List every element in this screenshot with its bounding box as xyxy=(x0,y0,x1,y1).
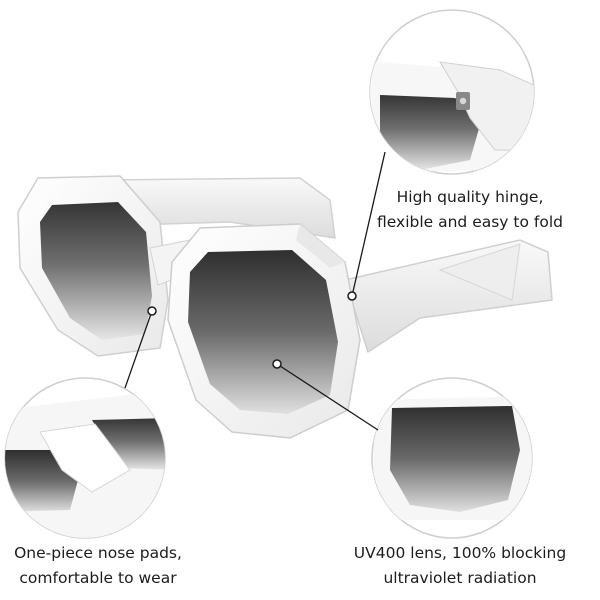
caption-hinge-line1: High quality hinge, xyxy=(396,188,544,206)
callout-line-hinge xyxy=(351,151,386,297)
callout-dots xyxy=(147,291,357,369)
caption-hinge-line2: flexible and easy to fold xyxy=(377,213,563,231)
caption-nose-line1: One-piece nose pads, xyxy=(14,544,182,562)
caption-lens-line1: UV400 lens, 100% blocking xyxy=(353,544,567,562)
callout-line-lens xyxy=(276,363,379,431)
detail-lens-closeup xyxy=(371,377,533,539)
callout-dot-nose xyxy=(147,306,157,316)
caption-nose-pads: One-piece nose pads, comfortable to wear xyxy=(0,541,198,591)
caption-lens-line2: ultraviolet radiation xyxy=(383,569,537,587)
callout-dot-lens xyxy=(272,359,282,369)
temple-right xyxy=(344,239,553,354)
detail-hinge-closeup xyxy=(369,9,535,175)
caption-hinge: High quality hinge, flexible and easy to… xyxy=(345,185,595,235)
callout-lines xyxy=(124,151,386,431)
caption-lens: UV400 lens, 100% blocking ultraviolet ra… xyxy=(320,541,600,591)
detail-nose-closeup xyxy=(4,377,166,539)
lens-right xyxy=(188,250,338,414)
sunglasses-main xyxy=(17,175,553,439)
callout-line-nose xyxy=(124,310,153,389)
callout-dot-hinge xyxy=(347,291,357,301)
caption-nose-line2: comfortable to wear xyxy=(19,569,177,587)
lens-left xyxy=(40,202,152,340)
